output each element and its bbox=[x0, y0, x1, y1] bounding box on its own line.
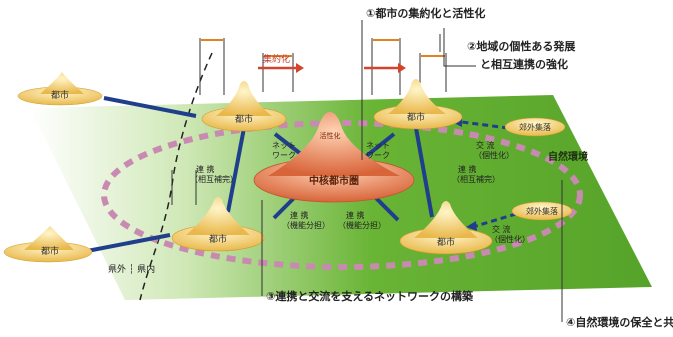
village-right-top: 郊外集落 bbox=[504, 117, 566, 137]
heading-4: ④自然環境の保全と共生 bbox=[566, 315, 673, 329]
heading-2b: と相互連携の強化 bbox=[480, 57, 568, 71]
label-concentrate: 集約化 bbox=[263, 53, 290, 65]
city-upper-right: 都市 bbox=[373, 79, 463, 130]
city-label: 都市 bbox=[41, 245, 59, 257]
city-upper-left: 都市 bbox=[201, 81, 287, 132]
label-nature: 自然環境 bbox=[548, 150, 588, 163]
city-label: 都市 bbox=[51, 89, 69, 101]
core-city: 中核都市圏 活性化 bbox=[253, 112, 415, 203]
heading-3: ③連携と交流を支えるネットワークの構築 bbox=[266, 289, 474, 303]
core-label: 中核都市圏 bbox=[309, 174, 359, 187]
label-func-left: 連 携（機能分担） bbox=[282, 210, 330, 230]
city-outer-left-top: 都市 bbox=[17, 72, 103, 106]
city-label: 都市 bbox=[209, 233, 227, 245]
village-label: 郊外集落 bbox=[519, 122, 551, 132]
label-network-right: ネットワーク bbox=[366, 141, 390, 160]
concentrate-arrows bbox=[258, 63, 406, 73]
span-markers bbox=[201, 39, 445, 57]
arrow-head bbox=[466, 221, 477, 231]
city-outer-left-bottom: 都市 bbox=[3, 226, 93, 263]
city-label: 都市 bbox=[235, 113, 253, 125]
city-label: 都市 bbox=[407, 111, 425, 123]
city-label: 都市 bbox=[437, 236, 455, 248]
heading-2a: ②地域の個性ある発展 bbox=[467, 39, 576, 53]
label-network-left: ネットワーク bbox=[272, 141, 296, 160]
heading-guides bbox=[261, 20, 563, 322]
city-lower-left: 都市 bbox=[171, 197, 265, 252]
label-revitalize: 活性化 bbox=[320, 131, 341, 140]
village-links bbox=[461, 120, 517, 228]
label-border: 県外 ┆ 県内 bbox=[108, 263, 155, 275]
core-area-ring bbox=[101, 120, 583, 270]
village-right-bottom: 郊外集落 bbox=[511, 201, 573, 221]
village-label: 郊外集落 bbox=[526, 206, 558, 216]
heading-1: ①都市の集約化と活性化 bbox=[366, 6, 485, 20]
label-coop-right: 連 携（相互補完） bbox=[452, 164, 500, 184]
label-exchange-top: 交 流（個性化） bbox=[474, 140, 514, 160]
label-coop-left: 連 携（相互補完） bbox=[190, 164, 238, 184]
span-guides bbox=[171, 38, 447, 205]
label-func-right: 連 携（機能分担） bbox=[338, 210, 386, 230]
label-exchange-bottom: 交 流（個性化） bbox=[490, 224, 530, 244]
city-lower-right: 都市 bbox=[399, 201, 493, 255]
